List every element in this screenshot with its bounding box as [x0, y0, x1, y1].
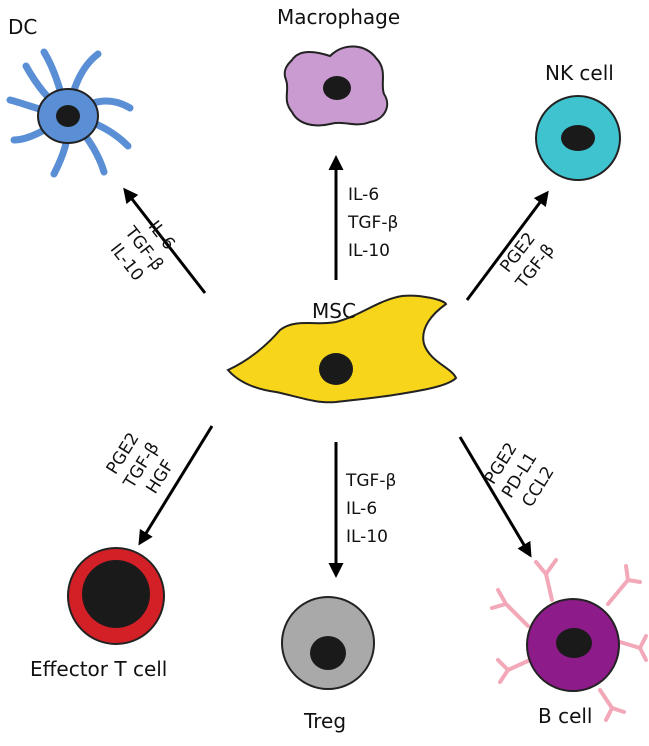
factors-to-nk: PGE2 TGF-β: [496, 229, 558, 293]
dc-label: DC: [8, 15, 37, 39]
treg-nucleus: [310, 636, 346, 670]
macrophage-label: Macrophage: [277, 5, 400, 29]
arrow-to-dc: [123, 187, 207, 294]
factor-to-macrophage-1: IL-6: [348, 185, 379, 205]
msc-body: [226, 294, 458, 404]
b-cell-nucleus: [556, 628, 592, 658]
effector-t-label: Effector T cell: [30, 657, 167, 681]
factor-to-macrophage-3: IL-10: [348, 241, 390, 261]
b-cell-label: B cell: [538, 704, 593, 728]
factors-to-b-cell: PGE2 PD-L1 CCL2: [481, 439, 559, 511]
factors-to-macrophage: IL-6 TGF-β IL-10: [347, 185, 398, 261]
msc-nucleus: [319, 353, 353, 385]
b-cell-receptors: [490, 558, 648, 722]
macrophage-nucleus: [323, 76, 351, 100]
b-cell-icon: [490, 558, 648, 722]
nk-label: NK cell: [545, 61, 614, 85]
t-cell-nucleus: [82, 560, 150, 628]
nk-nucleus: [561, 125, 595, 151]
macrophage-icon: [283, 45, 389, 127]
factor-to-treg-3: IL-10: [346, 527, 388, 547]
t-cell-icon: [67, 547, 165, 645]
treg-icon: [281, 596, 375, 690]
factor-to-treg-2: IL-6: [346, 499, 377, 519]
msc-label: MSC: [312, 299, 356, 323]
dc-nucleus: [56, 105, 80, 127]
dc-dendrites: [6, 48, 134, 178]
msc-icon: [226, 294, 458, 404]
arrow-to-nk: [465, 190, 549, 301]
treg-label: Treg: [303, 709, 346, 733]
factor-to-treg-1: TGF-β: [345, 471, 396, 491]
dendritic-cell-icon: [6, 48, 134, 178]
factor-to-macrophage-2: TGF-β: [347, 213, 398, 233]
nk-cell-icon: [535, 95, 621, 181]
factors-to-treg: TGF-β IL-6 IL-10: [345, 471, 396, 547]
arrow-to-b-cell: [458, 436, 532, 558]
arrow-to-effector-t: [138, 425, 214, 546]
